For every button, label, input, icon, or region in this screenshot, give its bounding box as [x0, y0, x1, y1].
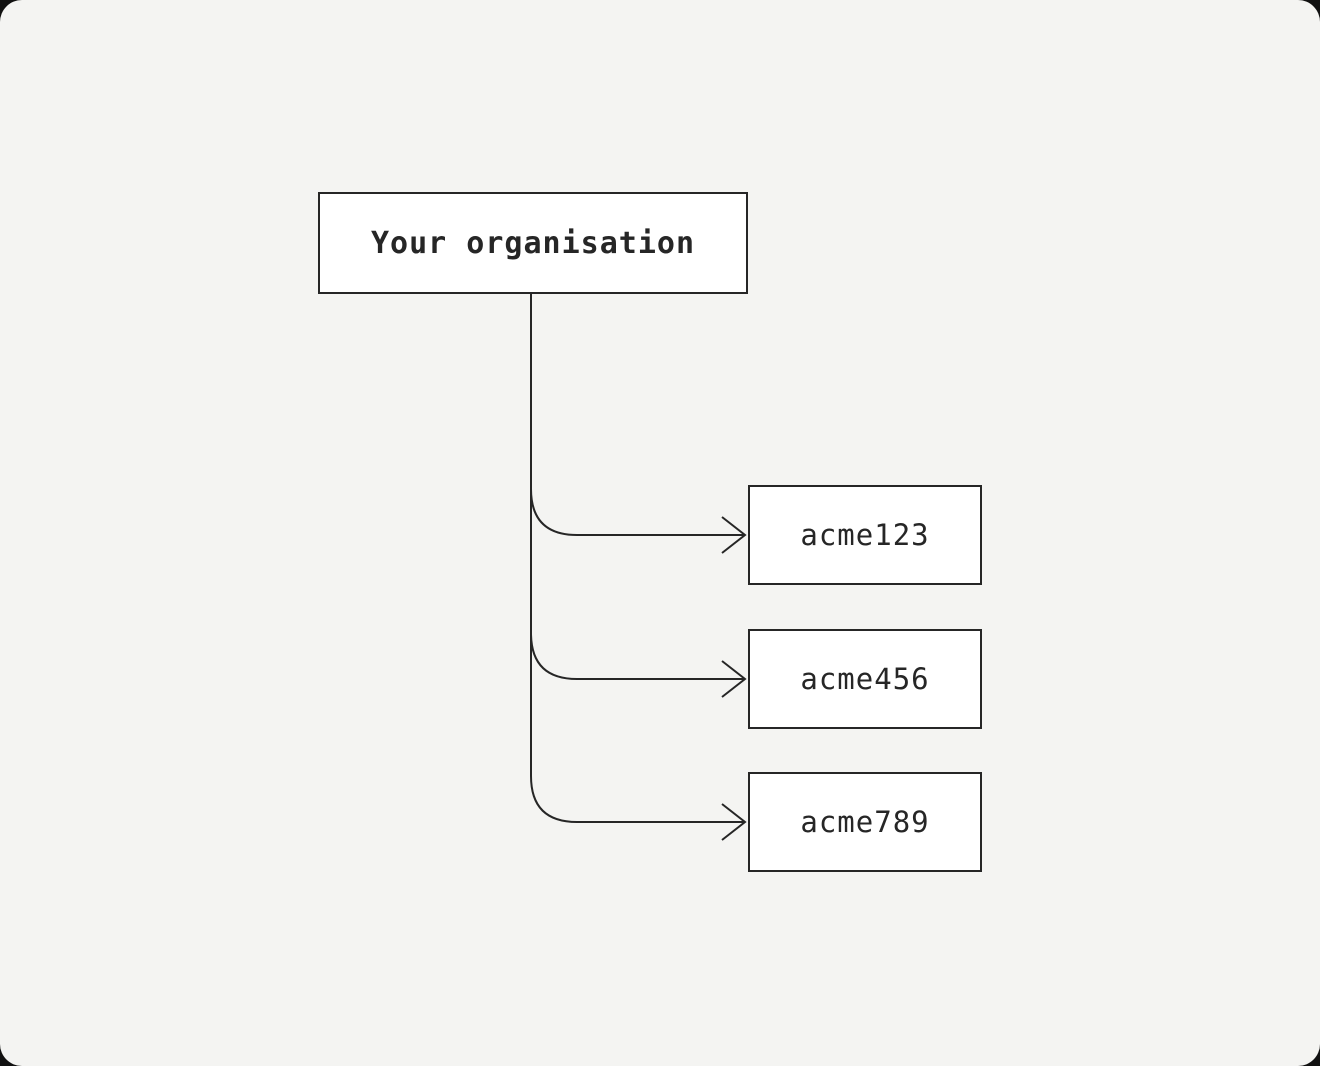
- connector-branch-1: [530, 488, 744, 536]
- arrowhead-icon: [721, 516, 747, 554]
- tenant-node-acme456: acme456: [748, 629, 982, 729]
- tenant-node-label: acme789: [800, 805, 930, 839]
- tenant-node-acme123: acme123: [748, 485, 982, 585]
- connector-branch-2: [530, 632, 744, 680]
- tenant-node-label: acme123: [800, 518, 930, 552]
- tenant-node-acme789: acme789: [748, 772, 982, 872]
- connector-trunk-and-branch-3: [530, 294, 744, 823]
- tenant-node-label: acme456: [800, 662, 930, 696]
- org-node-label: Your organisation: [370, 225, 696, 261]
- arrowhead-icon: [721, 803, 747, 841]
- org-node: Your organisation: [318, 192, 748, 294]
- arrowhead-icon: [721, 660, 747, 698]
